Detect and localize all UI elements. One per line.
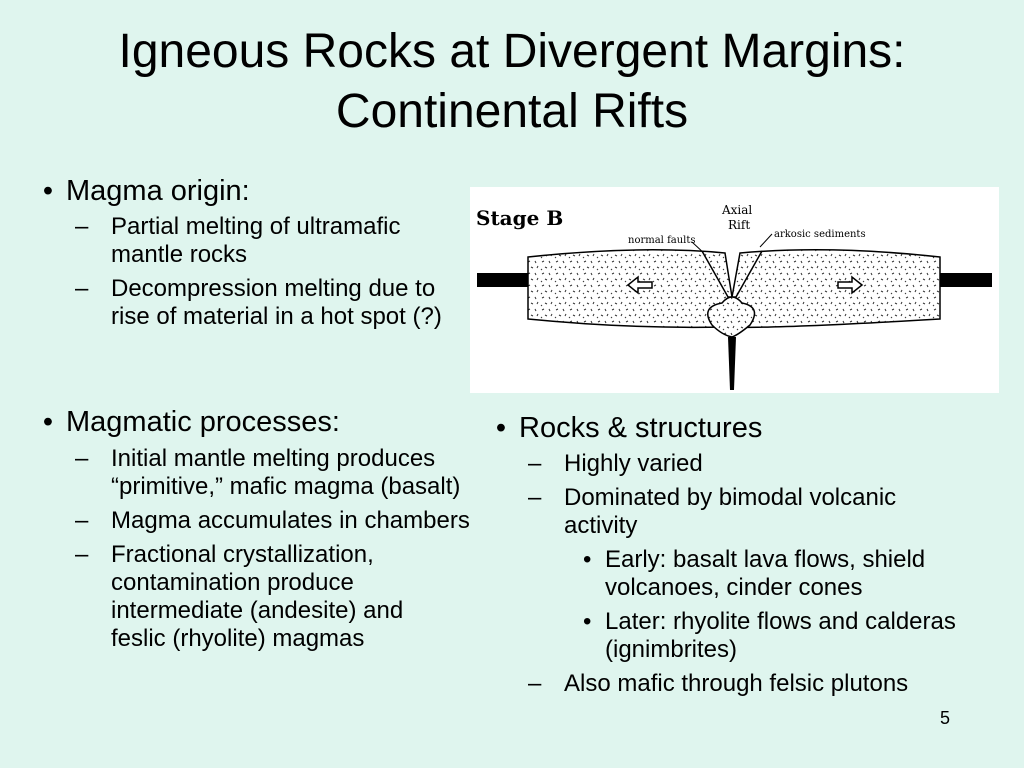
- page-number: 5: [940, 708, 951, 728]
- bullet-dash: –: [75, 213, 89, 240]
- bullet-dash: –: [75, 507, 89, 534]
- left-arrow-icon: [626, 275, 653, 295]
- sub-bullet-text: Magma accumulates in chambers: [111, 507, 470, 534]
- sub-bullet-text: Decompression melting due to rise of mat…: [111, 275, 442, 330]
- bullet-magma-origin: • Magma origin:: [30, 174, 470, 208]
- bullet-dash: –: [75, 541, 89, 568]
- sub-bullet: – Decompression melting due to rise of m…: [75, 275, 470, 331]
- sub-sub-bullet: • Later: rhyolite flows and calderas (ig…: [583, 608, 1003, 664]
- sub-bullet-text: Fractional crystallization, contaminatio…: [111, 541, 404, 652]
- magmatic-processes-block: • Magmatic processes: – Initial mantle m…: [30, 405, 470, 653]
- bullet-dash: –: [75, 445, 89, 472]
- sub-bullet: – Magma accumulates in chambers: [75, 507, 470, 535]
- bullet-dash: –: [528, 450, 542, 477]
- bullet-dot: •: [42, 175, 54, 207]
- rift-diagram: Stage B Axial Rift normal faults arkosic…: [470, 187, 999, 393]
- bullet-dash: –: [528, 484, 542, 511]
- stage-label: Stage B: [476, 206, 563, 230]
- bullet-dot: •: [583, 546, 592, 573]
- sediments-leader: [759, 233, 773, 248]
- bullet-dot: •: [42, 406, 54, 438]
- bullet-dash: –: [75, 275, 89, 302]
- sub-sub-bullet: • Early: basalt lava flows, shield volca…: [583, 546, 1003, 602]
- rift-diagram-svg: Stage B Axial Rift normal faults arkosic…: [476, 203, 992, 390]
- bullet-dot: •: [495, 412, 507, 444]
- arkosic-sediments-label: arkosic sediments: [774, 229, 866, 240]
- magma-origin-block: • Magma origin: – Partial melting of ult…: [30, 174, 470, 331]
- normal-faults-label: normal faults: [628, 235, 696, 246]
- slide-title: Igneous Rocks at Divergent Margins: Cont…: [0, 22, 1024, 142]
- feeder-conduit: [728, 337, 736, 390]
- sub-bullet: – Initial mantle melting produces “primi…: [75, 445, 470, 501]
- rocks-structures-block: • Rocks & structures – Highly varied – D…: [483, 411, 1003, 698]
- mantle-plume: [707, 296, 756, 338]
- sub-bullet: – Fractional crystallization, contaminat…: [75, 541, 425, 653]
- sub-bullet-text: Dominated by bimodal volcanic activity: [564, 484, 897, 539]
- bullet-text: Rocks & structures: [519, 412, 763, 444]
- sub-bullet: – Also mafic through felsic plutons: [528, 670, 1003, 698]
- sub-bullet: – Partial melting of ultramafic mantle r…: [75, 213, 470, 269]
- sub-bullet: – Dominated by bimodal volcanic activity: [528, 484, 938, 540]
- bullet-dot: •: [583, 608, 592, 635]
- bullet-text: Magma origin:: [66, 175, 250, 207]
- right-crust-bar: [940, 273, 992, 287]
- sub-bullet-text: Partial melting of ultramafic mantle roc…: [111, 213, 401, 268]
- title-line-2: Continental Rifts: [335, 85, 689, 138]
- rift-body: [527, 249, 941, 329]
- sub-sub-bullet-text: Later: rhyolite flows and calderas (igni…: [605, 608, 956, 663]
- sub-bullet-text: Highly varied: [564, 450, 703, 477]
- bullet-text: Magmatic processes:: [66, 406, 340, 438]
- sub-bullet: – Highly varied: [528, 450, 1003, 478]
- bullet-magmatic-processes: • Magmatic processes:: [30, 405, 470, 439]
- rift-label: Rift: [728, 218, 750, 232]
- sub-bullet-text: Also mafic through felsic plutons: [564, 670, 909, 697]
- right-arrow-icon: [837, 275, 864, 295]
- axial-label: Axial: [721, 203, 752, 217]
- bullet-rocks-structures: • Rocks & structures: [483, 411, 1003, 445]
- left-crust-bar: [477, 273, 529, 287]
- sub-bullet-text: Initial mantle melting produces “primiti…: [111, 445, 461, 500]
- sub-sub-bullet-text: Early: basalt lava flows, shield volcano…: [605, 546, 926, 601]
- bullet-dash: –: [528, 670, 542, 697]
- title-line-1: Igneous Rocks at Divergent Margins:: [118, 25, 906, 78]
